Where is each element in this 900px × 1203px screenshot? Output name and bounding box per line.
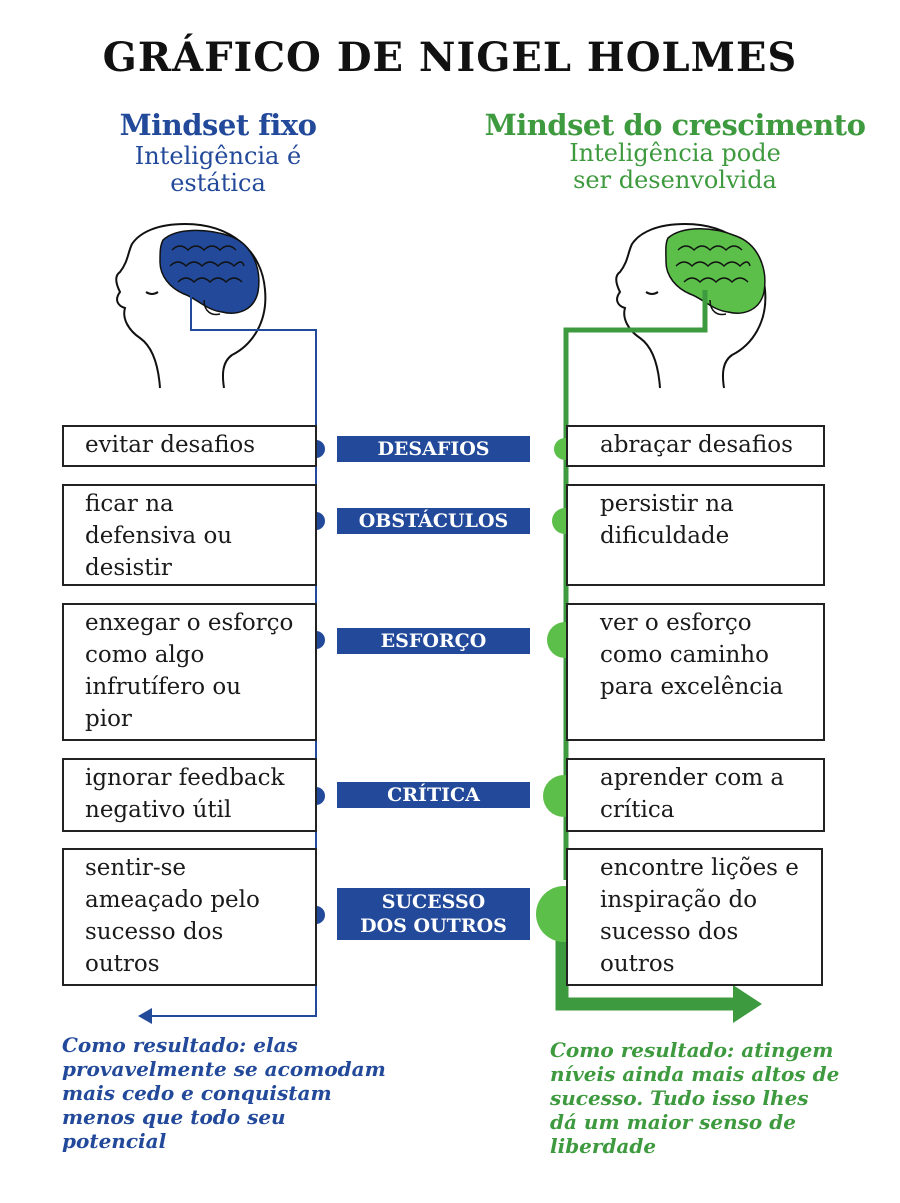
arrow-right-icon xyxy=(733,985,762,1023)
fixed-mindset-title: Mindset fixo xyxy=(119,108,317,142)
growth-mindset-title: Mindset do crescimento xyxy=(484,108,866,142)
growth-box-others-success: encontre lições e inspiração do sucesso … xyxy=(566,848,823,986)
growth-result-text: Como resultado: atingem níveis ainda mai… xyxy=(550,1038,840,1158)
fixed-box-criticism: ignorar feedback negativo útil xyxy=(62,758,317,832)
growth-box-effort: ver o esforço como caminho para excelênc… xyxy=(566,603,825,741)
growth-box-obstacles: persistir na dificuldade xyxy=(566,484,825,586)
page-title: GRÁFICO DE NIGEL HOLMES xyxy=(102,34,798,81)
head-growth-icon xyxy=(615,222,767,389)
label-obstacles: OBSTÁCULOS xyxy=(337,508,530,534)
growth-box-challenges: abraçar desafios xyxy=(566,425,825,467)
fixed-box-challenges: evitar desafios xyxy=(62,425,317,467)
fixed-result-text: Como resultado: elas provavelmente se ac… xyxy=(62,1033,386,1153)
label-challenges: DESAFIOS xyxy=(337,436,530,462)
arrow-left-icon xyxy=(138,1008,152,1024)
fixed-box-others-success: sentir-se ameaçado pelo sucesso dos outr… xyxy=(62,848,317,986)
fixed-box-effort: enxegar o esforço como algo infrutífero … xyxy=(62,603,317,741)
growth-mindset-subtitle: Inteligência pode ser desenvolvida xyxy=(569,139,781,194)
label-effort: ESFORÇO xyxy=(337,628,530,654)
fixed-mindset-subtitle: Inteligência é estática xyxy=(134,142,302,197)
growth-box-criticism: aprender com a crítica xyxy=(566,758,825,832)
label-criticism: CRÍTICA xyxy=(337,782,530,808)
label-others-success: SUCESSO DOS OUTROS xyxy=(337,888,530,940)
fixed-path-line xyxy=(150,290,317,1017)
fixed-box-obstacles: ficar na defensiva ou desistir xyxy=(62,484,317,586)
